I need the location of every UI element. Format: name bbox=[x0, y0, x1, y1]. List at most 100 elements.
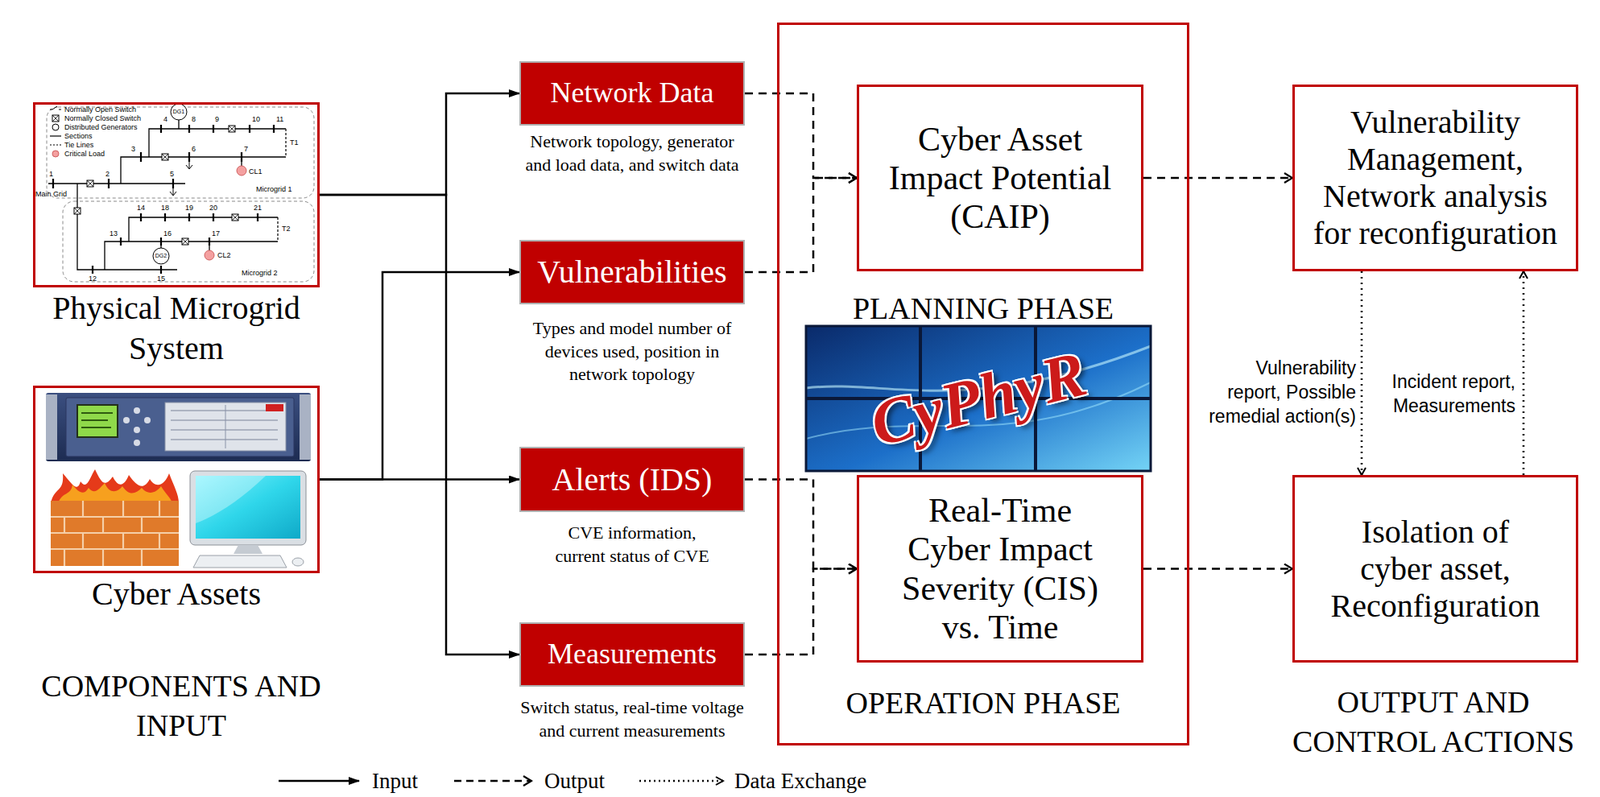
feeder-lines bbox=[48, 119, 286, 270]
schematic-label: Microgrid 1 bbox=[256, 185, 293, 194]
schematic-label: 20 bbox=[209, 203, 218, 212]
open-switch-symbol bbox=[49, 106, 62, 110]
box-text: Isolation of cyber asset, Reconfiguratio… bbox=[1327, 513, 1545, 625]
schematic-label: 17 bbox=[211, 229, 220, 238]
input-description: Network topology, generator and load dat… bbox=[519, 130, 745, 177]
output-arrow bbox=[744, 479, 857, 570]
schematic-label: 3 bbox=[131, 144, 136, 153]
schematic-label: CL1 bbox=[248, 167, 263, 176]
output-arrow bbox=[1143, 567, 1293, 571]
relay-led-divider bbox=[225, 405, 227, 449]
schematic-label: 7 bbox=[243, 144, 249, 153]
schematic-label: 19 bbox=[185, 203, 194, 212]
input-box: Alerts (IDS)CVE information, current sta… bbox=[519, 446, 745, 513]
relay-device bbox=[45, 392, 311, 462]
input-title: Vulnerabilities bbox=[537, 254, 727, 290]
monitor-stand bbox=[233, 545, 263, 555]
relay-button bbox=[133, 426, 141, 434]
edge-label: Incident report, Measurements bbox=[1380, 370, 1516, 419]
section-symbol bbox=[49, 135, 62, 137]
bus-bars bbox=[53, 124, 274, 274]
critical-load-symbol bbox=[236, 165, 247, 176]
input-title: Alerts (IDS) bbox=[552, 462, 713, 498]
box-text: Real-Time Cyber Impact Severity (CIS) vs… bbox=[891, 491, 1109, 647]
schematic-label: 12 bbox=[88, 274, 97, 283]
relay-display-lines bbox=[81, 413, 113, 428]
schematic-label: 21 bbox=[253, 203, 262, 212]
schematic-label: Sections bbox=[64, 132, 93, 141]
firewall-bricks bbox=[50, 500, 179, 567]
critical-load-symbol bbox=[52, 150, 59, 158]
legend-text: Data Exchange bbox=[734, 767, 867, 795]
schematic-label: 4 bbox=[163, 115, 168, 124]
data-exchange-arrow bbox=[1522, 271, 1526, 476]
input-box: MeasurementsSwitch status, real-time vol… bbox=[519, 622, 745, 687]
cyphyr-frame: PLANNING PHASECyPhyROPERATION PHASECyber… bbox=[777, 22, 1190, 746]
tie-line-symbol bbox=[49, 144, 62, 145]
schematic-label: 10 bbox=[252, 115, 261, 124]
relay-display bbox=[77, 405, 118, 438]
schematic-label: 5 bbox=[169, 169, 174, 178]
schematic-label: Microgrid 2 bbox=[241, 268, 278, 278]
input-description: Types and model number of devices used, … bbox=[523, 317, 741, 387]
generator-symbol bbox=[170, 103, 187, 120]
monitor-screen bbox=[195, 475, 301, 539]
keyboard bbox=[193, 555, 287, 568]
output-arrow bbox=[1143, 177, 1293, 180]
schematic-label: Tie Lines bbox=[64, 140, 94, 149]
schematic-label: 13 bbox=[109, 229, 118, 238]
output-arrow bbox=[744, 93, 857, 178]
output-box: Vulnerability Management, Network analys… bbox=[1292, 84, 1579, 272]
schematic-label: 15 bbox=[157, 274, 166, 283]
schematic-label: Main Grid bbox=[35, 190, 67, 199]
relay-led-rows bbox=[170, 410, 278, 440]
input-arrow bbox=[319, 93, 520, 195]
relay-panel bbox=[66, 397, 294, 457]
input-arrow bbox=[319, 478, 520, 481]
relay-button bbox=[133, 439, 141, 447]
box-text: Vulnerability Management, Network analys… bbox=[1306, 103, 1565, 253]
box-text: Cyber Asset Impact Potential (CAIP) bbox=[875, 119, 1125, 237]
input-arrow bbox=[319, 194, 520, 655]
switch-cross bbox=[74, 125, 239, 245]
phase-heading: PLANNING PHASE bbox=[779, 289, 1187, 329]
critical-load-symbol bbox=[204, 250, 215, 261]
microgrid-region bbox=[46, 107, 315, 199]
column-heading: COMPONENTS AND INPUT bbox=[20, 666, 343, 747]
firewall-flames bbox=[50, 469, 179, 504]
schematic-label: Normally Closed Switch bbox=[64, 114, 141, 123]
schematic-label: 1 bbox=[49, 169, 54, 178]
schematic-label: 18 bbox=[161, 203, 170, 212]
schematic-label: Distributed Generators bbox=[64, 123, 138, 132]
legend-text: Input bbox=[372, 767, 418, 795]
schematic-label: 9 bbox=[214, 115, 220, 124]
edge-label: Vulnerability report, Possible remedial … bbox=[1203, 356, 1357, 430]
schematic-label: DG1 bbox=[173, 108, 185, 116]
closed-switch-symbol bbox=[52, 115, 59, 122]
input-box: VulnerabilitiesTypes and model number of… bbox=[519, 239, 745, 305]
output-arrow bbox=[744, 569, 857, 656]
legend-dotted-sample bbox=[639, 780, 724, 783]
schematic-label: T2 bbox=[281, 224, 291, 233]
schematic-label: Normally Open Switch bbox=[64, 105, 137, 114]
relay-logo-plate bbox=[265, 404, 284, 412]
phase-heading: OPERATION PHASE bbox=[779, 684, 1187, 724]
analysis-box: Cyber Asset Impact Potential (CAIP) bbox=[856, 84, 1144, 272]
schematic-label: CL2 bbox=[217, 251, 232, 260]
panel-heading: Physical Microgrid System bbox=[23, 288, 330, 369]
relay-led-panel bbox=[165, 402, 286, 451]
monitor-bezel bbox=[190, 471, 306, 546]
input-arrow bbox=[319, 272, 520, 480]
schematic-label: 14 bbox=[136, 203, 145, 212]
closed-switch-symbol bbox=[52, 115, 59, 122]
input-title: Measurements bbox=[547, 638, 717, 671]
schematic-label: 16 bbox=[163, 229, 172, 238]
schematic-label: 11 bbox=[276, 115, 284, 124]
generator-symbol bbox=[52, 124, 59, 131]
firewall-flames bbox=[57, 483, 173, 504]
legend-text: Output bbox=[544, 767, 605, 795]
monitor-glare bbox=[195, 475, 266, 524]
mouse bbox=[292, 558, 304, 567]
schematic-label: T1 bbox=[289, 138, 299, 147]
schematic-label: 6 bbox=[191, 144, 196, 153]
